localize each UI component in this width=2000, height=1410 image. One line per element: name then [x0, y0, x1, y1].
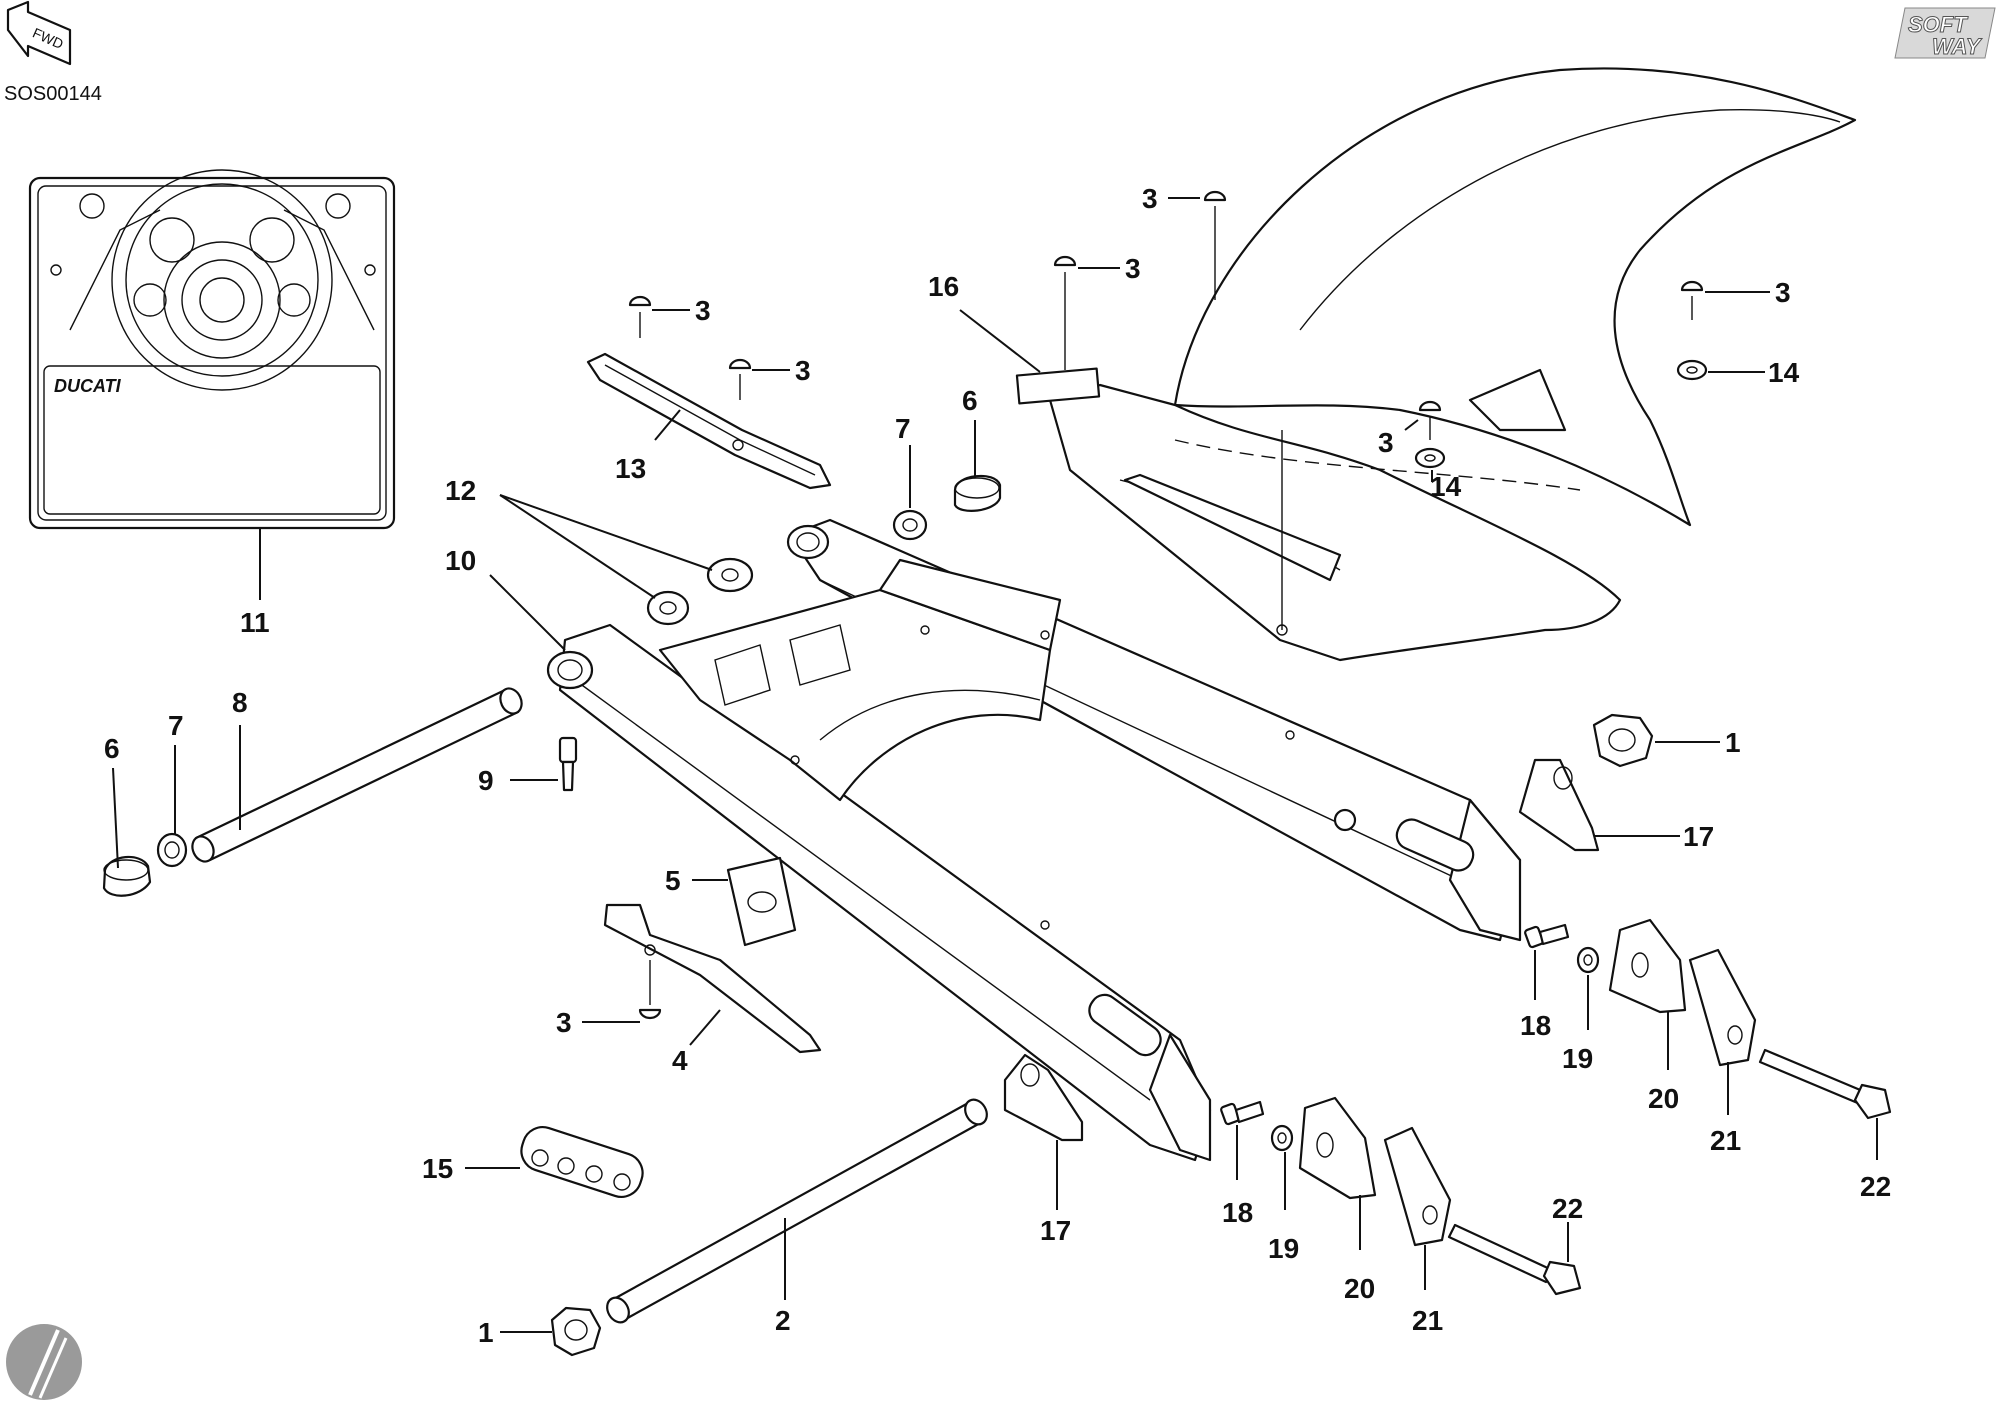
- adjuster-block-20-upper: [1608, 918, 1687, 1014]
- callout-14-b: 14: [1430, 471, 1462, 502]
- washer-14-center: [1414, 447, 1446, 469]
- callout-15: 15: [422, 1153, 453, 1184]
- callout-7-b: 7: [895, 413, 911, 444]
- bolt-22-lower: [1447, 1223, 1582, 1296]
- callout-22-b: 22: [1552, 1193, 1583, 1224]
- callout-3-a: 3: [695, 295, 711, 326]
- washer-7-top: [892, 509, 928, 541]
- tensioner-plate-21-lower: [1383, 1126, 1452, 1247]
- callout-16: 16: [928, 271, 959, 302]
- axle-2: [606, 1098, 988, 1324]
- callout-20-a: 20: [1648, 1083, 1679, 1114]
- callout-22-a: 22: [1860, 1171, 1891, 1202]
- callout-18-a: 18: [1520, 1010, 1551, 1041]
- callout-3-g: 3: [556, 1007, 572, 1038]
- adjuster-block-20-lower: [1298, 1096, 1377, 1200]
- chain-slider-4: [603, 903, 822, 1054]
- callout-1-a: 1: [1725, 727, 1741, 758]
- nut-1-top: [1592, 713, 1654, 768]
- diagram-code: SOS00144: [4, 83, 102, 105]
- callout-3-f: 3: [1378, 427, 1394, 458]
- screw-icon: [1053, 255, 1077, 298]
- callout-17-b: 17: [1040, 1215, 1071, 1246]
- bracket-17-top: [1518, 758, 1600, 852]
- bolt-18-lower: [1220, 1100, 1265, 1126]
- corner-logo-icon: [6, 1324, 82, 1400]
- callout-3-c: 3: [1142, 183, 1158, 214]
- rear-hugger: [1015, 67, 1857, 662]
- callout-21-b: 21: [1412, 1305, 1443, 1336]
- bolt-22-upper: [1758, 1048, 1892, 1120]
- callout-3-b: 3: [795, 355, 811, 386]
- sprocket-cover-inset: DUCATI: [28, 169, 396, 530]
- pivot-shaft-8: [191, 687, 523, 863]
- callout-13: 13: [615, 453, 646, 484]
- callout-10: 10: [445, 545, 476, 576]
- callout-8: 8: [232, 687, 248, 718]
- tensioner-plate-21-upper: [1688, 948, 1757, 1067]
- grommet-plate-5: [726, 856, 797, 947]
- chain-link-15: [520, 1126, 644, 1198]
- fwd-arrow-icon: FWD: [6, 0, 72, 66]
- swingarm: [546, 518, 1522, 1162]
- screw-icon: [638, 960, 662, 1020]
- callout-11: 11: [240, 607, 270, 638]
- screw-icon: [728, 358, 752, 400]
- bolt-18-upper: [1524, 923, 1570, 949]
- washer-14-right: [1676, 359, 1708, 381]
- callout-9: 9: [478, 765, 494, 796]
- softway-logo: SOFT WAY: [1894, 7, 1996, 60]
- callout-21-a: 21: [1710, 1125, 1741, 1156]
- callout-18-b: 18: [1222, 1197, 1253, 1228]
- bracket-17-bottom: [1003, 1053, 1084, 1142]
- callout-3-e: 3: [1775, 277, 1791, 308]
- callout-14-a: 14: [1768, 357, 1800, 388]
- chain-guide-13: [586, 352, 832, 490]
- callout-3-d: 3: [1125, 253, 1141, 284]
- callout-19-a: 19: [1562, 1043, 1593, 1074]
- screw-icon: [1680, 280, 1704, 320]
- callout-1-b: 1: [478, 1317, 494, 1348]
- cap-6-left: [102, 856, 152, 897]
- callout-12: 12: [445, 475, 476, 506]
- callout-7-a: 7: [168, 710, 184, 741]
- bushing-6-top: [953, 474, 1002, 512]
- callout-20-b: 20: [1344, 1273, 1375, 1304]
- callout-6-a: 6: [104, 733, 120, 764]
- washer-7-left: [156, 832, 188, 868]
- callout-5: 5: [665, 865, 681, 896]
- logo-text-bottom: WAY: [1932, 34, 1983, 59]
- washer-19-upper: [1576, 946, 1600, 974]
- inset-brand-label: DUCATI: [54, 376, 122, 396]
- washer-19-lower: [1270, 1124, 1294, 1152]
- callout-17-a: 17: [1683, 821, 1714, 852]
- callout-2: 2: [775, 1305, 791, 1336]
- screw-icon: [628, 295, 652, 338]
- callout-19-b: 19: [1268, 1233, 1299, 1264]
- callout-4: 4: [672, 1045, 688, 1076]
- callout-6-b: 6: [962, 385, 978, 416]
- screw-icon: [1203, 190, 1227, 232]
- screw-icon: [1418, 400, 1442, 440]
- washers-12: [646, 557, 754, 626]
- nut-1-bottom: [550, 1306, 602, 1357]
- logo-text-top: SOFT: [1908, 12, 1968, 37]
- bolt-9: [558, 736, 578, 792]
